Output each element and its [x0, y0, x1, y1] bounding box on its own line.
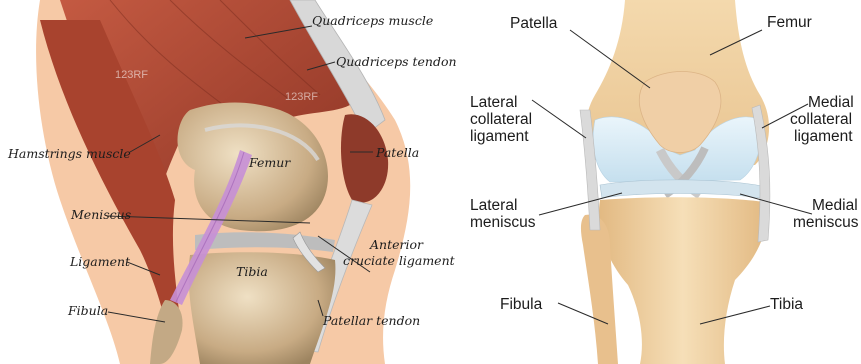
label-lateral-collateral-1: Lateral: [470, 94, 517, 111]
label-lateral-collateral-2: collateral: [470, 111, 532, 128]
leader-lateral-collateral: [532, 100, 586, 138]
label-anterior-cruciate-2: cruciate ligament: [343, 253, 456, 268]
label-meniscus: Meniscus: [70, 207, 131, 222]
left-knee-sagittal: 123RF 123RF Quadriceps muscle Quadriceps…: [7, 0, 457, 364]
label-fibula-left: Fibula: [67, 303, 108, 318]
label-hamstrings-muscle: Hamstrings muscle: [7, 146, 131, 161]
label-anterior-cruciate-1: Anterior: [369, 237, 424, 252]
right-knee-frontal: Patella Femur Lateral collateral ligamen…: [470, 0, 859, 364]
watermark-text: 123RF: [285, 91, 318, 103]
label-fibula-right: Fibula: [500, 296, 543, 313]
label-ligament: Ligament: [69, 254, 131, 269]
label-patellar-tendon: Patellar tendon: [322, 313, 420, 328]
label-lateral-meniscus-1: Lateral: [470, 197, 517, 214]
label-tibia-left: Tibia: [236, 264, 268, 279]
label-femur-left: Femur: [248, 155, 291, 170]
label-medial-collateral-1: Medial: [808, 94, 854, 111]
label-lateral-collateral-3: ligament: [470, 128, 529, 145]
label-medial-collateral-3: ligament: [794, 128, 853, 145]
label-lateral-meniscus-2: meniscus: [470, 214, 536, 231]
meniscus-right: [600, 180, 762, 198]
label-quadriceps-tendon: Quadriceps tendon: [336, 54, 457, 69]
label-quadriceps-muscle: Quadriceps muscle: [312, 13, 433, 28]
label-medial-collateral-2: collateral: [790, 111, 852, 128]
label-medial-meniscus-1: Medial: [812, 197, 858, 214]
watermark-text: 123RF: [115, 69, 148, 81]
label-medial-meniscus-2: meniscus: [793, 214, 859, 231]
label-patella-right: Patella: [510, 15, 558, 32]
label-patella-left: Patella: [375, 145, 419, 160]
tibia-bone-right: [599, 197, 767, 364]
label-femur-right: Femur: [767, 14, 812, 31]
label-tibia-right: Tibia: [770, 296, 803, 313]
